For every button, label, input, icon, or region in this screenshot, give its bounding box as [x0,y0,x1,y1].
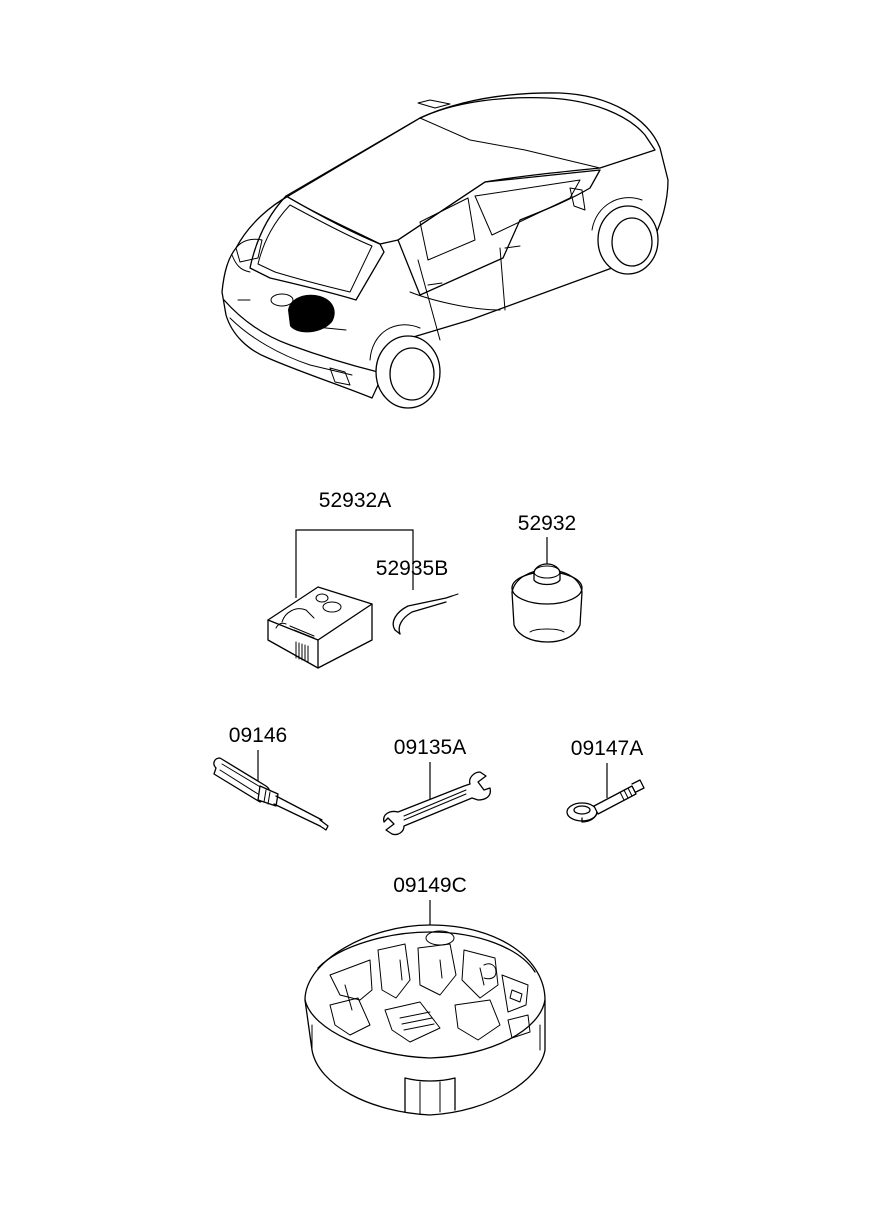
jack-base[interactable] [511,563,583,643]
label-09146: 09146 [229,724,287,747]
front-wheel [591,197,659,275]
tow-hook[interactable] [566,779,645,823]
label-09149C: 09149C [393,874,467,897]
vehicle-illustration [221,92,669,409]
label-52932A: 52932A [319,489,391,512]
tire-kit-location-highlight [288,294,335,333]
label-52932: 52932 [518,512,576,535]
tire-mobility-kit[interactable] [267,586,373,669]
inflator-hose[interactable] [392,593,459,635]
label-52935B: 52935B [376,557,448,580]
label-09135A: 09135A [394,736,466,759]
label-09147A: 09147A [571,737,643,760]
tool-tray[interactable] [304,924,546,1116]
screwdriver[interactable] [213,757,329,831]
spanner[interactable] [383,771,492,836]
leader-52932A [295,529,414,598]
rear-wheel [369,324,441,409]
